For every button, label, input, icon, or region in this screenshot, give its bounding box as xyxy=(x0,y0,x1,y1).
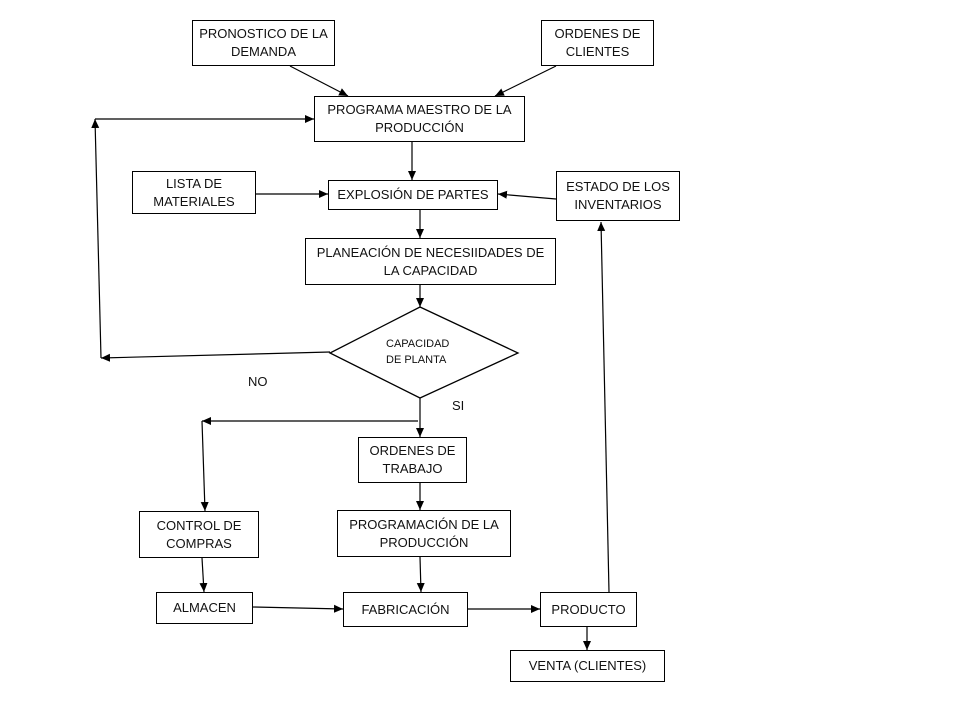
node-producto: PRODUCTO xyxy=(540,592,637,627)
arrow-compras-to-almacen xyxy=(199,557,208,593)
node-almacen: ALMACEN xyxy=(156,592,253,624)
node-explosion-partes: EXPLOSIÓN DE PARTES xyxy=(328,180,498,210)
arrow-almacen-to-fabricacion xyxy=(252,604,344,613)
node-programa-maestro: PROGRAMA MAESTRO DE LA PRODUCCIÓN xyxy=(314,96,525,142)
arrow-estado-to-explosion xyxy=(497,190,557,200)
arrow-branch-to-compras xyxy=(200,420,209,512)
node-control-compras: CONTROL DE COMPRAS xyxy=(139,511,259,558)
edge-label-no: NO xyxy=(248,374,268,389)
arrow-pronostico-to-programa xyxy=(289,65,349,97)
node-fabricacion: FABRICACIÓN xyxy=(343,592,468,627)
arrow-no-branch-left xyxy=(100,351,331,362)
arrow-no-branch-up xyxy=(91,118,102,359)
edge-label-si: SI xyxy=(452,398,465,413)
node-programacion-produccion: PROGRAMACIÓN DE LA PRODUCCIÓN xyxy=(337,510,511,557)
node-ordenes-clientes: ORDENES DE CLIENTES xyxy=(541,20,654,66)
node-venta-clientes: VENTA (CLIENTES) xyxy=(510,650,665,682)
node-estado-inventarios: ESTADO DE LOS INVENTARIOS xyxy=(556,171,680,221)
node-ordenes-trabajo: ORDENES DE TRABAJO xyxy=(358,437,467,483)
node-lista-materiales: LISTA DE MATERIALES xyxy=(132,171,256,214)
arrow-programacion-to-fabricacion xyxy=(416,556,425,593)
arrow-producto-to-inventarios xyxy=(597,221,610,593)
node-pronostico-demanda: PRONOSTICO DE LA DEMANDA xyxy=(192,20,335,66)
decision-label: CAPACIDAD DE PLANTA xyxy=(386,338,450,366)
decision-diamond xyxy=(328,306,520,399)
node-planeacion-capacidad: PLANEACIÓN DE NECESIIDADES DE LA CAPACID… xyxy=(305,238,556,285)
arrow-ordenes-clientes-to-programa xyxy=(494,65,557,97)
